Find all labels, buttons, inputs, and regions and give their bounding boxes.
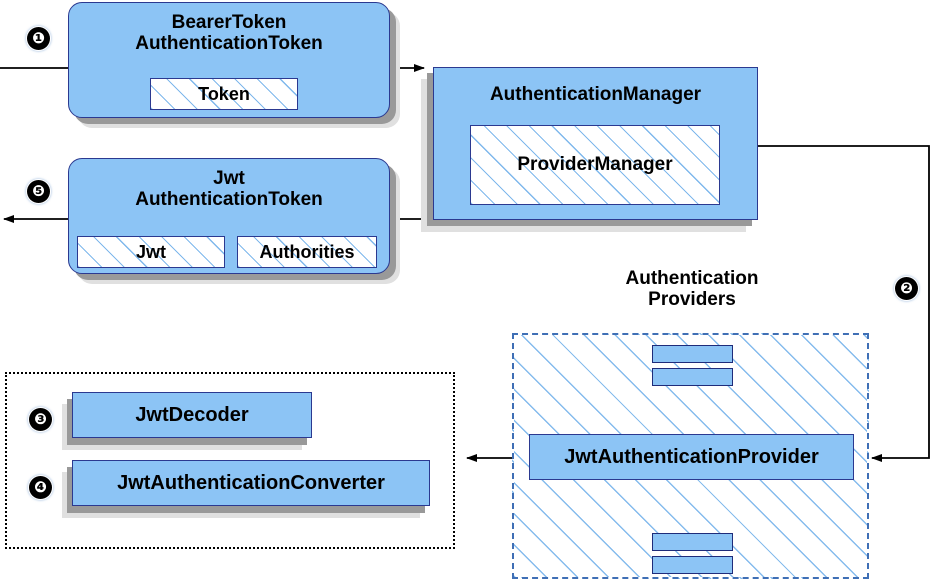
bearer-token-field-token: Token bbox=[150, 78, 298, 110]
jwt-decoder-label: JwtDecoder bbox=[135, 403, 249, 426]
jwt-authentication-provider-title: JwtAuthenticationProvider bbox=[530, 446, 853, 468]
authentication-providers-label-line2: Providers bbox=[648, 289, 736, 311]
provider-manager-label: ProviderManager bbox=[517, 154, 673, 175]
jwt-token-field-authorities: Authorities bbox=[237, 236, 377, 268]
step-badge-2: ❷ bbox=[895, 277, 918, 300]
jwt-authentication-converter-title: JwtAuthenticationConverter bbox=[73, 472, 429, 494]
jwt-token-field-jwt-label: Jwt bbox=[135, 241, 166, 262]
step-badge-1-label: ❶ bbox=[32, 29, 45, 47]
jwt-token-title-line1: Jwt bbox=[213, 168, 245, 189]
provider-placeholder-bar-bottom-2 bbox=[652, 556, 733, 574]
jwt-support-components-region bbox=[5, 372, 455, 549]
step-badge-5: ❺ bbox=[27, 180, 50, 203]
node-jwt-authentication-provider[interactable]: JwtAuthenticationProvider bbox=[529, 434, 854, 480]
provider-placeholder-bar-top-1 bbox=[652, 345, 733, 363]
bearer-token-field-label: Token bbox=[198, 83, 250, 104]
bearer-token-title-line1: BearerToken bbox=[171, 12, 287, 33]
jwt-token-title-line2: AuthenticationToken bbox=[135, 189, 323, 211]
step-badge-4-label: ❹ bbox=[34, 478, 47, 496]
authentication-manager-title: AuthenticationManager bbox=[434, 84, 757, 105]
bearer-token-title: BearerToken AuthenticationToken bbox=[69, 12, 389, 55]
bearer-token-title-line2: AuthenticationToken bbox=[135, 33, 323, 55]
jwt-authentication-converter-label: JwtAuthenticationConverter bbox=[117, 471, 385, 494]
node-jwt-decoder[interactable]: JwtDecoder bbox=[72, 392, 312, 438]
step-badge-4: ❹ bbox=[29, 476, 52, 499]
provider-placeholder-bar-bottom-1 bbox=[652, 533, 733, 551]
step-badge-3-label: ❸ bbox=[34, 410, 47, 428]
jwt-authentication-provider-label: JwtAuthenticationProvider bbox=[564, 445, 819, 468]
authentication-providers-label: Authentication Providers bbox=[562, 268, 822, 311]
authentication-manager-title-label: AuthenticationManager bbox=[489, 84, 702, 105]
step-badge-1: ❶ bbox=[27, 27, 50, 50]
step-badge-2-label: ❷ bbox=[900, 279, 913, 297]
step-badge-5-label: ❺ bbox=[32, 182, 45, 200]
jwt-token-field-jwt: Jwt bbox=[77, 236, 225, 268]
step-badge-3: ❸ bbox=[29, 408, 52, 431]
jwt-token-title: Jwt AuthenticationToken bbox=[69, 168, 389, 211]
jwt-decoder-title: JwtDecoder bbox=[73, 404, 311, 426]
jwt-token-field-authorities-label: Authorities bbox=[259, 241, 355, 262]
provider-placeholder-bar-top-2 bbox=[652, 368, 733, 386]
authentication-providers-label-line1: Authentication bbox=[625, 268, 759, 289]
authentication-manager-inner-provider-manager: ProviderManager bbox=[470, 125, 720, 205]
node-jwt-authentication-converter[interactable]: JwtAuthenticationConverter bbox=[72, 460, 430, 506]
